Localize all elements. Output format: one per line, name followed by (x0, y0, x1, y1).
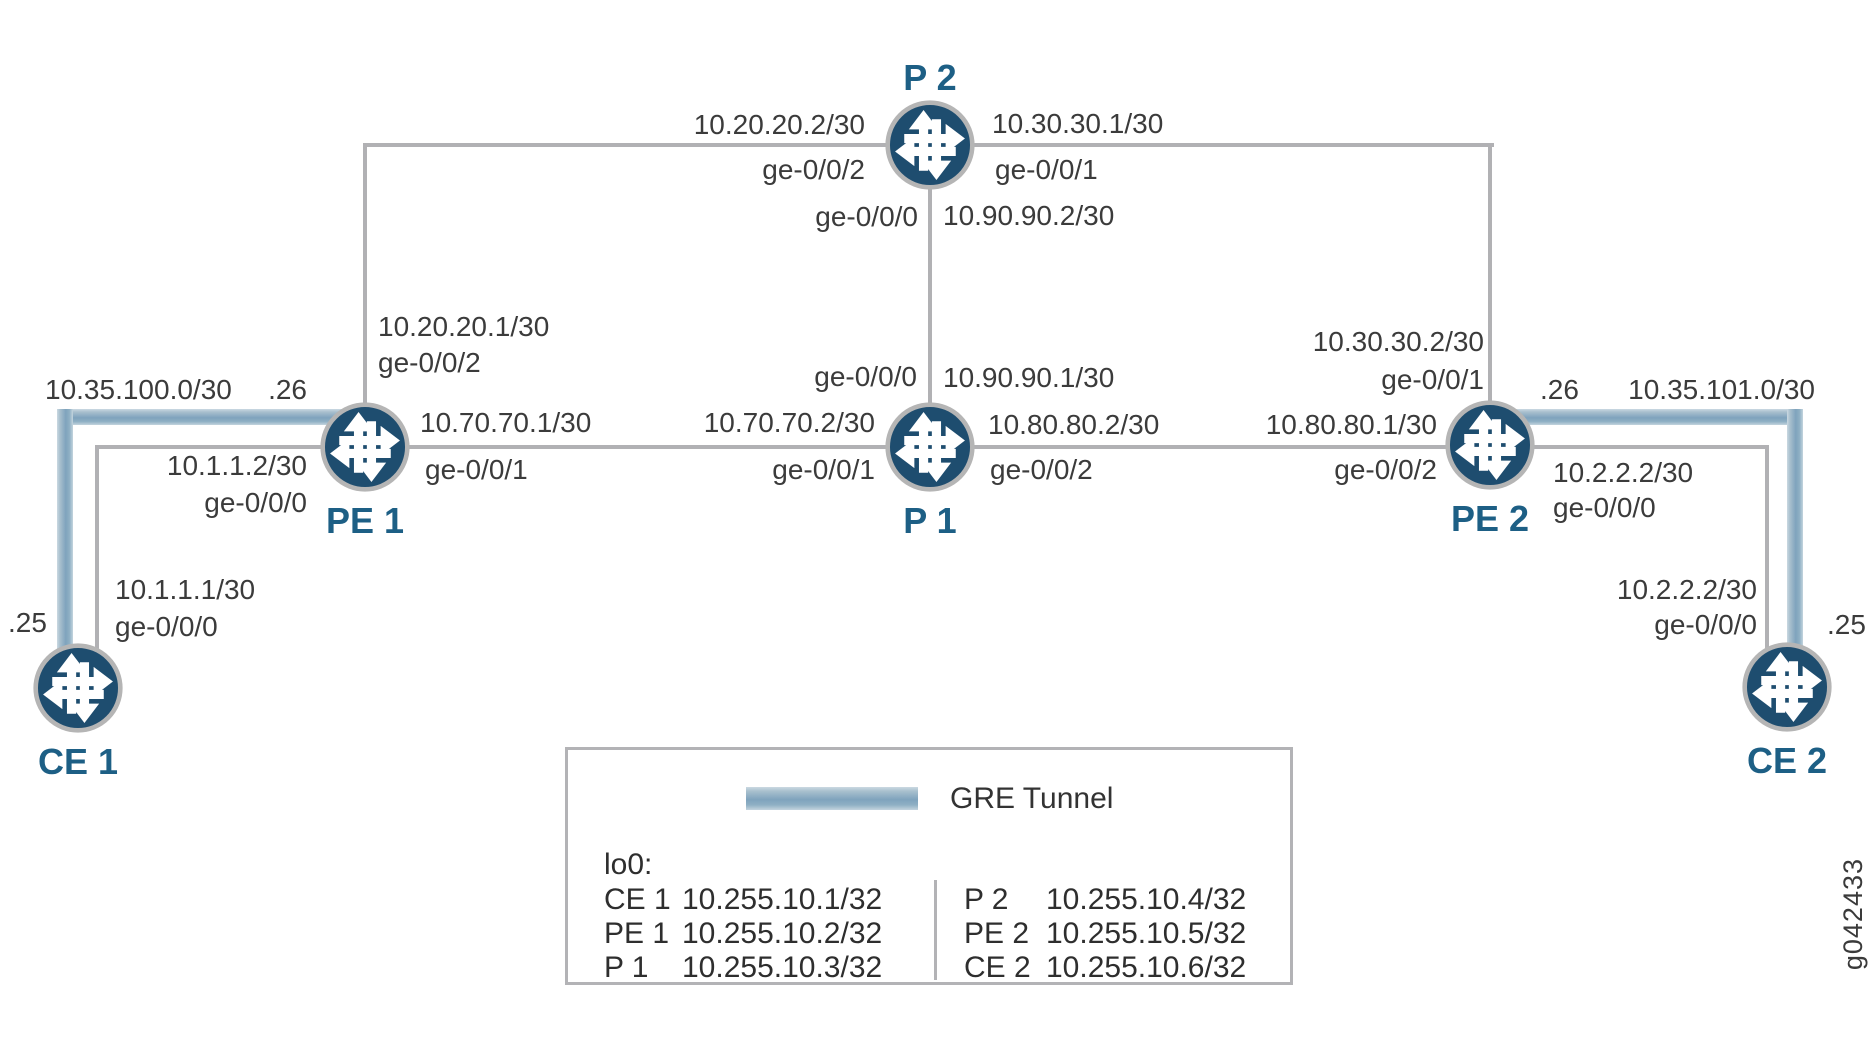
router-label-pe1: PE 1 (325, 500, 405, 541)
router-name: CE 1 (604, 883, 671, 916)
link-label: ge-0/0/1 (772, 454, 875, 485)
link-line (363, 143, 367, 449)
router-label-p1: P 1 (903, 500, 957, 541)
gre-tunnel-segment (57, 409, 73, 656)
lo0-row: PE 1 10.255.10.2/32 (604, 917, 882, 951)
link-line (928, 143, 932, 449)
router-node-ce1 (32, 642, 124, 734)
link-label: 10.90.90.1/30 (943, 362, 1115, 393)
router-node-pe1 (319, 401, 411, 493)
link-label: .25 (8, 607, 47, 638)
link-label: 10.20.20.2/30 (693, 109, 865, 140)
router-node-ce2 (1741, 641, 1833, 733)
link-line (1488, 143, 1492, 447)
lo0-left-column: CE 1 10.255.10.1/32 PE 1 10.255.10.2/32 P … (604, 883, 882, 985)
lo0-row: P 1 10.255.10.3/32 (604, 951, 882, 985)
link-label: 10.70.70.1/30 (420, 407, 592, 438)
figure-id-watermark: g042433 (1838, 858, 1868, 971)
link-label: ge-0/0/0 (815, 201, 918, 232)
link-label: 10.30.30.1/30 (992, 108, 1164, 139)
lo0-row: PE 2 10.255.10.5/32 (964, 917, 1246, 951)
lo0-row: P 2 10.255.10.4/32 (964, 883, 1246, 917)
link-label: ge-0/0/0 (1654, 609, 1757, 640)
router-node-p2 (884, 99, 976, 191)
lo0-row: CE 2 10.255.10.6/32 (964, 951, 1246, 985)
router-name: CE 2 (964, 951, 1031, 984)
router-icon (884, 401, 976, 493)
router-name: P 2 (964, 883, 1009, 916)
link-label: ge-0/0/2 (378, 347, 481, 378)
link-label: ge-0/0/0 (814, 361, 917, 392)
router-icon (1741, 641, 1833, 733)
router-label-ce1: CE 1 (37, 741, 119, 782)
router-label-ce2: CE 2 (1746, 740, 1828, 781)
link-label: ge-0/0/1 (1381, 364, 1484, 395)
link-label: 10.70.70.2/30 (703, 407, 875, 438)
router-icon (319, 401, 411, 493)
link-label: 10.35.101.0/30 (1628, 374, 1815, 405)
router-icon (32, 642, 124, 734)
link-label: ge-0/0/2 (990, 454, 1093, 485)
link-label: 10.30.30.2/30 (1312, 326, 1484, 357)
link-label: 10.90.90.2/30 (943, 200, 1115, 231)
link-label: 10.2.2.2/30 (1616, 574, 1757, 605)
loopback-address: 10.255.10.1/32 (682, 883, 883, 916)
router-name: PE 1 (604, 917, 670, 950)
link-label: 10.2.2.2/30 (1553, 457, 1694, 488)
lo0-title: lo0: (604, 848, 653, 881)
loopback-address: 10.255.10.5/32 (1046, 917, 1247, 950)
link-label: .25 (1827, 609, 1866, 640)
loopback-address: 10.255.10.4/32 (1046, 883, 1247, 916)
link-label: ge-0/0/1 (995, 154, 1098, 185)
gre-tunnel-segment (57, 409, 367, 425)
loopback-address: 10.255.10.6/32 (1046, 951, 1247, 984)
lo0-right-column: P 2 10.255.10.4/32 PE 2 10.255.10.5/32 CE … (964, 883, 1246, 985)
link-label: 10.80.80.2/30 (988, 409, 1160, 440)
link-label: ge-0/0/0 (1553, 492, 1656, 523)
link-label: ge-0/0/2 (1334, 454, 1437, 485)
link-label: .26 (268, 374, 307, 405)
router-name: P 1 (604, 951, 649, 984)
link-label: 10.35.100.0/30 (45, 374, 232, 405)
gre-tunnel-legend-label: GRE Tunnel (950, 782, 1114, 815)
link-label: ge-0/0/0 (204, 487, 307, 518)
router-name: PE 2 (964, 917, 1030, 950)
link-line (1765, 445, 1769, 660)
link-label: ge-0/0/0 (115, 611, 218, 642)
link-line (95, 445, 99, 660)
lo0-row: CE 1 10.255.10.1/32 (604, 883, 882, 917)
legend-column-divider (934, 880, 937, 980)
gre-tunnel-segment (1787, 409, 1803, 656)
link-label: .26 (1540, 374, 1579, 405)
link-label: 10.20.20.1/30 (378, 311, 550, 342)
loopback-address: 10.255.10.3/32 (682, 951, 883, 984)
router-label-pe2: PE 2 (1450, 498, 1530, 539)
router-icon (1444, 399, 1536, 491)
router-node-p1 (884, 401, 976, 493)
loopback-address: 10.255.10.2/32 (682, 917, 883, 950)
link-label: 10.1.1.1/30 (115, 574, 256, 605)
link-label: 10.1.1.2/30 (166, 450, 307, 481)
router-node-pe2 (1444, 399, 1536, 491)
router-label-p2: P 2 (903, 57, 957, 98)
gre-tunnel-swatch (746, 787, 918, 810)
gre-tunnel-segment (1488, 409, 1803, 425)
router-icon (884, 99, 976, 191)
link-label: ge-0/0/1 (425, 454, 528, 485)
legend-box: GRE Tunnel lo0: CE 1 10.255.10.1/32 PE 1 1… (565, 747, 1293, 985)
link-label: ge-0/0/2 (762, 154, 865, 185)
link-label: 10.80.80.1/30 (1265, 409, 1437, 440)
